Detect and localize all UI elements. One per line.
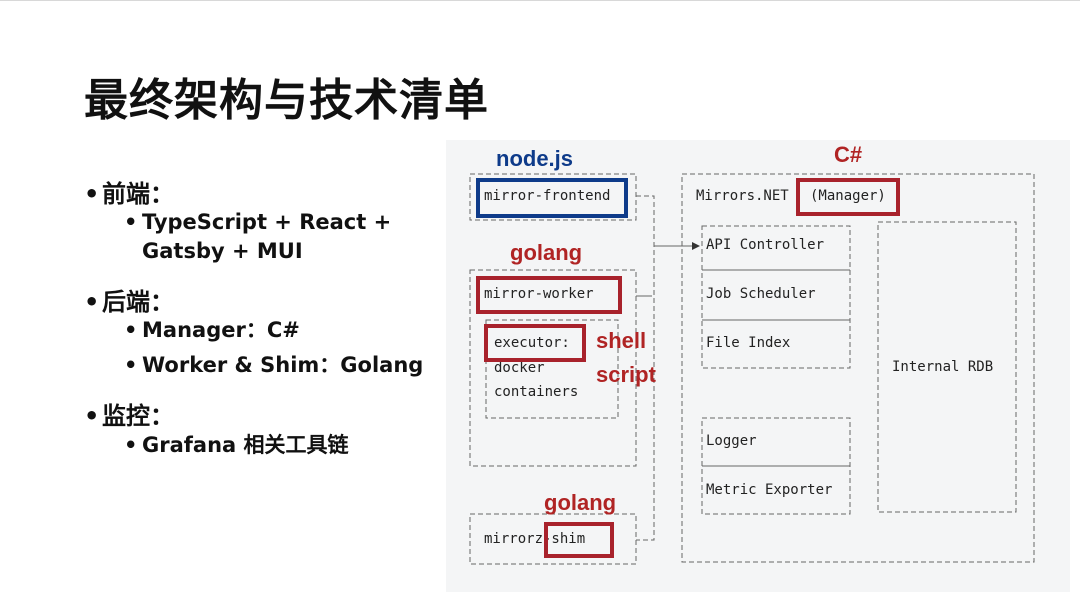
bullet-backend: •后端： xyxy=(84,282,174,317)
bullet-monitoring-label: 监控： xyxy=(102,402,174,430)
sub-bullet-frontend-stack-cont: Gatsby + MUI xyxy=(142,239,303,263)
shell-tag: shell xyxy=(596,328,647,353)
csharp-tag: C# xyxy=(834,142,863,167)
manager-highlight xyxy=(796,178,900,216)
executor-box xyxy=(485,319,619,419)
docker-label: docker xyxy=(494,360,545,376)
file-index-label: File Index xyxy=(706,335,791,351)
api-group-box xyxy=(701,225,851,369)
api-controller-label: API Controller xyxy=(706,237,825,253)
worker-highlight xyxy=(476,276,622,314)
bullet-frontend: •前端： xyxy=(84,174,174,209)
bullet-backend-label: 后端： xyxy=(102,288,174,316)
frontend-box xyxy=(469,173,637,221)
arrow-head-icon xyxy=(692,242,700,250)
bullet-dot: • xyxy=(84,402,100,430)
executor-label: executor: xyxy=(494,335,570,351)
job-scheduler-label: Job Scheduler xyxy=(706,286,816,302)
sub-bullet-dot: • xyxy=(124,318,138,342)
sub-bullet-dot: • xyxy=(124,433,138,457)
worker-box xyxy=(469,269,637,467)
rdb-box xyxy=(877,221,1017,513)
sub-bullet-worker-shim: •Worker & Shim：Golang xyxy=(124,351,423,380)
sub-bullet-text: Worker & Shim：Golang xyxy=(142,353,424,377)
sub-bullet-manager: •Manager：C# xyxy=(124,316,300,345)
sub-bullet-text: Manager：C# xyxy=(142,318,300,342)
frontend-label: mirror-frontend xyxy=(484,188,611,204)
containers-label: containers xyxy=(494,384,579,400)
sub-bullet-grafana: •Grafana 相关工具链 xyxy=(124,431,349,460)
bullet-dot: • xyxy=(84,180,100,208)
sub-bullet-dot: • xyxy=(124,353,138,377)
logger-label: Logger xyxy=(706,433,757,449)
slide-title: 最终架构与技术清单 xyxy=(84,75,489,126)
golang-shim-tag: golang xyxy=(544,490,617,515)
nodejs-tag: node.js xyxy=(496,146,574,171)
golang-worker-tag: golang xyxy=(510,240,583,265)
metric-exporter-label: Metric Exporter xyxy=(706,482,833,498)
sub-bullet-dot: • xyxy=(124,210,138,234)
shim-label: mirrorz-shim xyxy=(484,531,586,547)
mirrors-net-label: Mirrors.NET xyxy=(696,188,789,204)
sub-bullet-text: Grafana 相关工具链 xyxy=(142,433,349,457)
shim-highlight xyxy=(544,522,614,558)
bullet-frontend-label: 前端： xyxy=(102,180,174,208)
script-tag: script xyxy=(596,362,656,387)
manager-label: (Manager) xyxy=(810,188,886,204)
bullet-dot: • xyxy=(84,288,100,316)
frontend-highlight xyxy=(476,178,628,218)
worker-label: mirror-worker xyxy=(484,286,594,302)
slide-top-border xyxy=(0,0,1080,1)
diagram-lines xyxy=(469,173,1035,565)
architecture-diagram: mirror-frontend mirror-worker executor: … xyxy=(446,140,1070,592)
manager-box xyxy=(681,173,1035,563)
shim-box xyxy=(469,513,637,565)
internal-rdb-label: Internal RDB xyxy=(892,359,994,375)
left-bus xyxy=(636,195,655,541)
sub-bullet-text: TypeScript + React + xyxy=(142,210,392,234)
bullet-monitoring: •监控： xyxy=(84,396,174,431)
executor-highlight xyxy=(484,324,586,362)
sub-bullet-frontend-stack: •TypeScript + React + xyxy=(124,208,391,237)
